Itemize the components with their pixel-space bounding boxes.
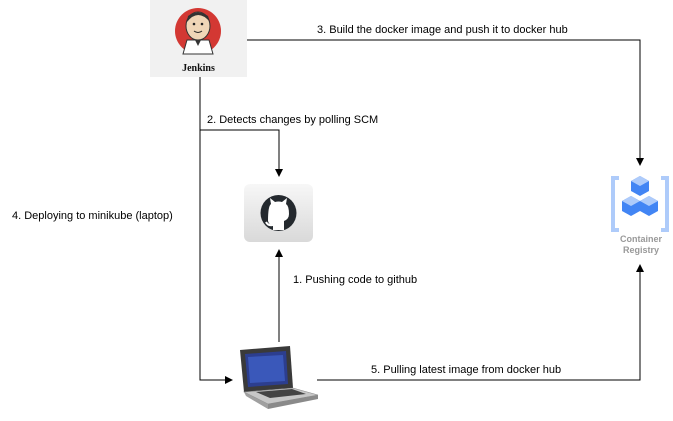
jenkins-logo-icon: [175, 8, 221, 55]
edge-label-pull-image: 5. Pulling latest image from docker hub: [371, 364, 562, 376]
laptop-icon: [240, 346, 319, 409]
jenkins-label: Jenkins: [182, 63, 215, 74]
edge-label-deploy: 4. Deploying to minikube (laptop): [12, 210, 173, 222]
jenkins-node: Jenkins: [150, 0, 247, 77]
edge-build-push-line: [247, 39, 644, 166]
edge-label-push-code: 1. Pushing code to github: [293, 274, 418, 286]
edge-poll-scm-line: [199, 77, 283, 177]
edge-deploy-line: [199, 130, 233, 384]
edge-pull-image-line: [317, 264, 644, 381]
github-node: [244, 184, 313, 242]
container-registry-icon: [611, 176, 669, 232]
edge-label-poll-scm: 2. Detects changes by polling SCM: [207, 114, 379, 126]
edge-label-build-push: 3. Build the docker image and push it to…: [317, 24, 568, 36]
registry-label: Container Registry: [619, 234, 662, 255]
github-octocat-icon: [260, 195, 297, 231]
